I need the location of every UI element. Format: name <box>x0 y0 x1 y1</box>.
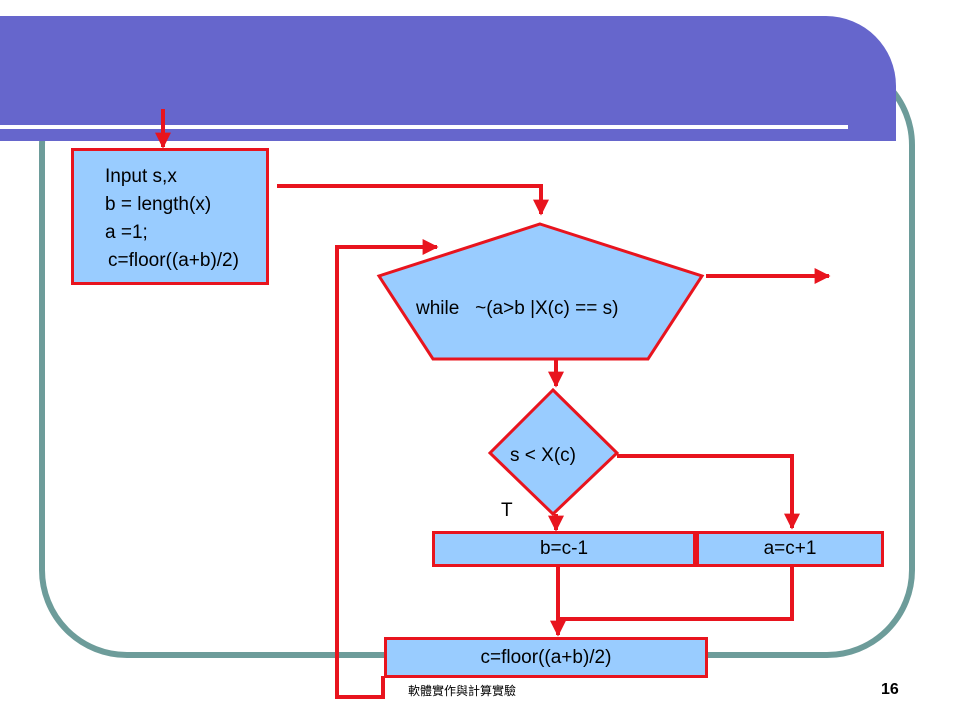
update-box: c=floor((a+b)/2) <box>384 637 708 678</box>
page-number: 16 <box>881 681 899 698</box>
decision-diamond <box>487 387 620 517</box>
loop-condition-label: while ~(a>b |X(c) == s) <box>416 298 619 319</box>
init-line-c: c=floor((a+b)/2) <box>108 250 239 271</box>
decision-condition-label: s < X(c) <box>510 445 576 466</box>
footer-course-title: 軟體實作與計算實驗 <box>408 684 517 698</box>
init-to-loop-arrow <box>277 184 549 216</box>
loop-back-arrow <box>335 239 439 699</box>
init-block <box>71 148 269 285</box>
init-line-input: Input s,x <box>105 166 177 187</box>
true-label: T <box>501 500 513 521</box>
false-branch-arrow <box>617 454 800 530</box>
init-line-a: a =1; <box>105 222 148 243</box>
merge-connector <box>556 567 794 621</box>
true-branch-box: b=c-1 <box>432 531 696 567</box>
banner-stripe <box>0 125 848 129</box>
init-line-b: b = length(x) <box>105 194 212 215</box>
loop-shape <box>376 222 705 361</box>
false-branch-box: a=c+1 <box>696 531 884 567</box>
title-banner <box>0 16 896 141</box>
